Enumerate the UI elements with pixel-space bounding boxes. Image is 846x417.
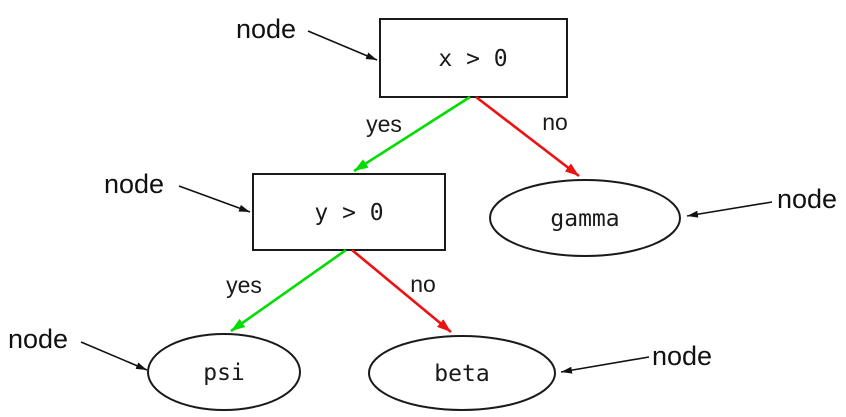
root-node-label: x > 0 <box>438 46 507 72</box>
annotation-inner-label: node <box>104 169 164 199</box>
edge-inner-no: no <box>351 248 452 334</box>
inner-node-rect <box>252 173 446 251</box>
tree-node-gamma: gamma <box>489 179 681 257</box>
edge-root-no-line <box>475 95 580 178</box>
annotation-root-arrow <box>307 30 378 61</box>
tree-node-psi: psi <box>147 333 301 411</box>
inner-node-label: y > 0 <box>314 200 383 226</box>
beta-node-label: beta <box>434 361 489 387</box>
tree-node-beta: beta <box>368 335 556 411</box>
edge-inner-no-label: no <box>410 271 436 297</box>
edge-root-yes: yes <box>353 95 471 173</box>
annotation-gamma-label: node <box>777 184 837 214</box>
edge-inner-no-line <box>351 248 452 334</box>
beta-node-ellipse <box>368 335 556 411</box>
edge-inner-yes-label: yes <box>226 272 262 298</box>
edge-inner-yes: yes <box>226 248 347 333</box>
root-node-rect <box>379 18 568 98</box>
psi-node-ellipse <box>147 333 301 411</box>
annotation-beta: node <box>560 341 712 374</box>
annotation-gamma-arrow <box>686 201 773 218</box>
edge-root-yes-line <box>353 95 471 173</box>
edge-root-no: no <box>475 95 580 178</box>
annotation-psi-label: node <box>8 324 68 354</box>
annotation-beta-label: node <box>652 341 712 371</box>
annotation-inner: node <box>104 169 251 213</box>
psi-node-label: psi <box>203 360 245 386</box>
edge-root-yes-label: yes <box>366 111 402 137</box>
annotation-root: node <box>236 14 378 61</box>
edge-root-no-label: no <box>542 109 568 135</box>
annotation-inner-arrow <box>178 185 251 213</box>
edge-inner-yes-line <box>230 248 347 333</box>
tree-node-inner: y > 0 <box>252 173 446 251</box>
annotation-beta-arrow <box>560 356 650 374</box>
gamma-node-ellipse <box>489 179 681 257</box>
annotation-root-label: node <box>236 14 296 44</box>
annotation-psi: node <box>8 324 148 371</box>
annotation-gamma: node <box>686 184 837 218</box>
tree-node-root: x > 0 <box>379 18 568 98</box>
annotation-psi-arrow <box>80 341 148 371</box>
gamma-node-label: gamma <box>550 206 619 232</box>
